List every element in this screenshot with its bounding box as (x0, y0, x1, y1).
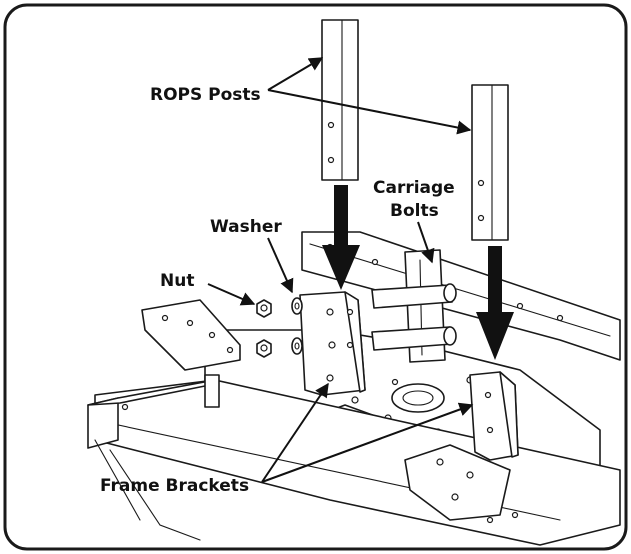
frame-brackets-leader-right (261, 402, 474, 483)
washer-leader (267, 237, 294, 294)
carriage-bolts-leader (417, 221, 435, 264)
washer-label: Washer (210, 217, 282, 237)
carriage-bolt-lower (371, 326, 457, 351)
left-frame-bracket (299, 291, 366, 396)
washer-upper (291, 297, 303, 315)
right-lower-plate (404, 444, 511, 521)
carriage-bolts-label-line1: Carriage (373, 178, 455, 198)
nut-leader (207, 283, 256, 306)
carriage-bolts-label-line2: Bolts (390, 201, 439, 221)
rops-post-right (471, 84, 509, 241)
frame-brackets-label: Frame Brackets (100, 476, 249, 496)
down-arrow-left (322, 185, 360, 290)
frame-brackets-leader-left (261, 382, 329, 483)
rops-post-left (321, 19, 359, 181)
rops-posts-label: ROPS Posts (150, 85, 261, 105)
washer-lower (291, 337, 303, 355)
right-frame-bracket (469, 371, 519, 461)
carriage-bolt-upper (371, 283, 457, 309)
nut-lower (256, 339, 272, 358)
left-side-plate (141, 299, 241, 371)
nut-upper (256, 299, 272, 318)
down-arrow-right (476, 246, 514, 360)
rops-leader-right (267, 89, 472, 135)
rops-leader-left (267, 57, 324, 91)
nut-label: Nut (160, 271, 194, 291)
